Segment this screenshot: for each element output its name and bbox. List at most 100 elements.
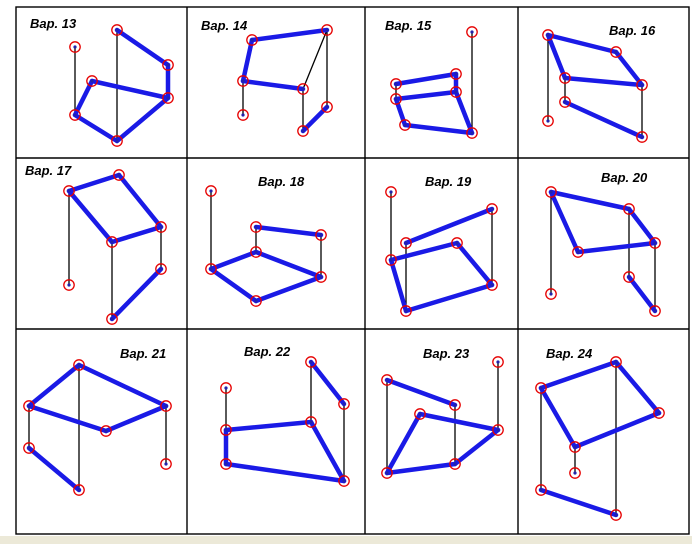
blue-edge <box>308 419 347 484</box>
node-ring <box>63 279 75 291</box>
blue-edge <box>253 274 324 304</box>
node-center <box>224 428 228 432</box>
blue-edge <box>114 95 171 144</box>
node-center <box>254 225 258 229</box>
node-ring <box>399 119 411 131</box>
node-center <box>241 113 245 117</box>
blue-edge <box>114 27 171 68</box>
variant-label: Вар. 23 <box>423 346 470 361</box>
blue-edge <box>562 99 645 140</box>
blue-edge <box>562 75 645 88</box>
blue-edge <box>393 89 459 102</box>
blue-edge <box>240 37 255 84</box>
node-center <box>319 233 323 237</box>
panel-graph <box>545 186 661 317</box>
node-ring <box>100 425 112 437</box>
node-center <box>576 250 580 254</box>
node-center <box>385 471 389 475</box>
node-ring <box>106 236 118 248</box>
blue-edge <box>538 487 619 518</box>
node-ring <box>569 441 581 453</box>
node-center <box>110 240 114 244</box>
node-ring <box>559 72 571 84</box>
node-center <box>546 119 550 123</box>
node-ring <box>400 237 412 249</box>
node-center <box>104 429 108 433</box>
blue-edge <box>240 78 306 92</box>
node-ring <box>23 400 35 412</box>
node-center <box>404 241 408 245</box>
node-center <box>319 275 323 279</box>
node-ring <box>414 408 426 420</box>
node-ring <box>542 29 554 41</box>
panel-graph <box>205 185 327 307</box>
node-ring <box>450 86 462 98</box>
node-ring <box>542 115 554 127</box>
panel-graph <box>69 24 174 147</box>
node-ring <box>385 186 397 198</box>
node-ring <box>649 305 661 317</box>
node-center <box>573 445 577 449</box>
node-ring <box>162 59 174 71</box>
node-ring <box>610 46 622 58</box>
node-center <box>27 404 31 408</box>
node-ring <box>162 92 174 104</box>
node-center <box>224 386 228 390</box>
blue-edge <box>26 362 82 409</box>
panel-var-18: Вар. 18 <box>258 174 305 189</box>
node-center <box>614 360 618 364</box>
panel-graph <box>381 356 504 479</box>
node-center <box>241 79 245 83</box>
node-center <box>455 241 459 245</box>
node-ring <box>450 68 462 80</box>
node-center <box>490 283 494 287</box>
node-ring <box>111 135 123 147</box>
panel-var-22: Вар. 22 <box>244 344 291 359</box>
panel-graph <box>535 356 665 521</box>
node-ring <box>250 295 262 307</box>
node-ring <box>220 424 232 436</box>
node-center <box>539 386 543 390</box>
panel-var-19: Вар. 19 <box>425 174 472 189</box>
panel-graph <box>542 29 648 143</box>
node-center <box>209 189 213 193</box>
node-ring <box>250 246 262 258</box>
blue-edge <box>393 71 459 87</box>
node-ring <box>160 458 172 470</box>
node-center <box>254 299 258 303</box>
node-center <box>539 488 543 492</box>
node-ring <box>535 382 547 394</box>
node-center <box>389 190 393 194</box>
node-center <box>309 360 313 364</box>
node-center <box>250 38 254 42</box>
node-ring <box>610 356 622 368</box>
node-center <box>224 462 228 466</box>
node-center <box>403 123 407 127</box>
node-center <box>117 173 121 177</box>
blue-edge <box>452 427 501 467</box>
node-ring <box>160 400 172 412</box>
node-ring <box>545 186 557 198</box>
blue-edge <box>208 266 259 304</box>
blue-edge <box>249 27 330 43</box>
blue-edge <box>253 249 324 280</box>
node-center <box>614 513 618 517</box>
node-center <box>67 283 71 287</box>
node-ring <box>466 127 478 139</box>
node-ring <box>106 313 118 325</box>
node-ring <box>73 359 85 371</box>
panel-var-15: Вар. 15 <box>385 18 432 33</box>
blue-edge <box>103 403 169 434</box>
node-center <box>342 402 346 406</box>
node-center <box>496 428 500 432</box>
node-ring <box>451 237 463 249</box>
node-ring <box>205 185 217 197</box>
panel-graph <box>23 359 172 496</box>
table-grid <box>15 6 690 535</box>
blue-edge <box>403 206 495 246</box>
variant-label: Вар. 16 <box>609 23 656 38</box>
blue-edge <box>454 240 495 288</box>
node-center <box>563 100 567 104</box>
node-center <box>453 403 457 407</box>
table-border <box>15 6 690 535</box>
